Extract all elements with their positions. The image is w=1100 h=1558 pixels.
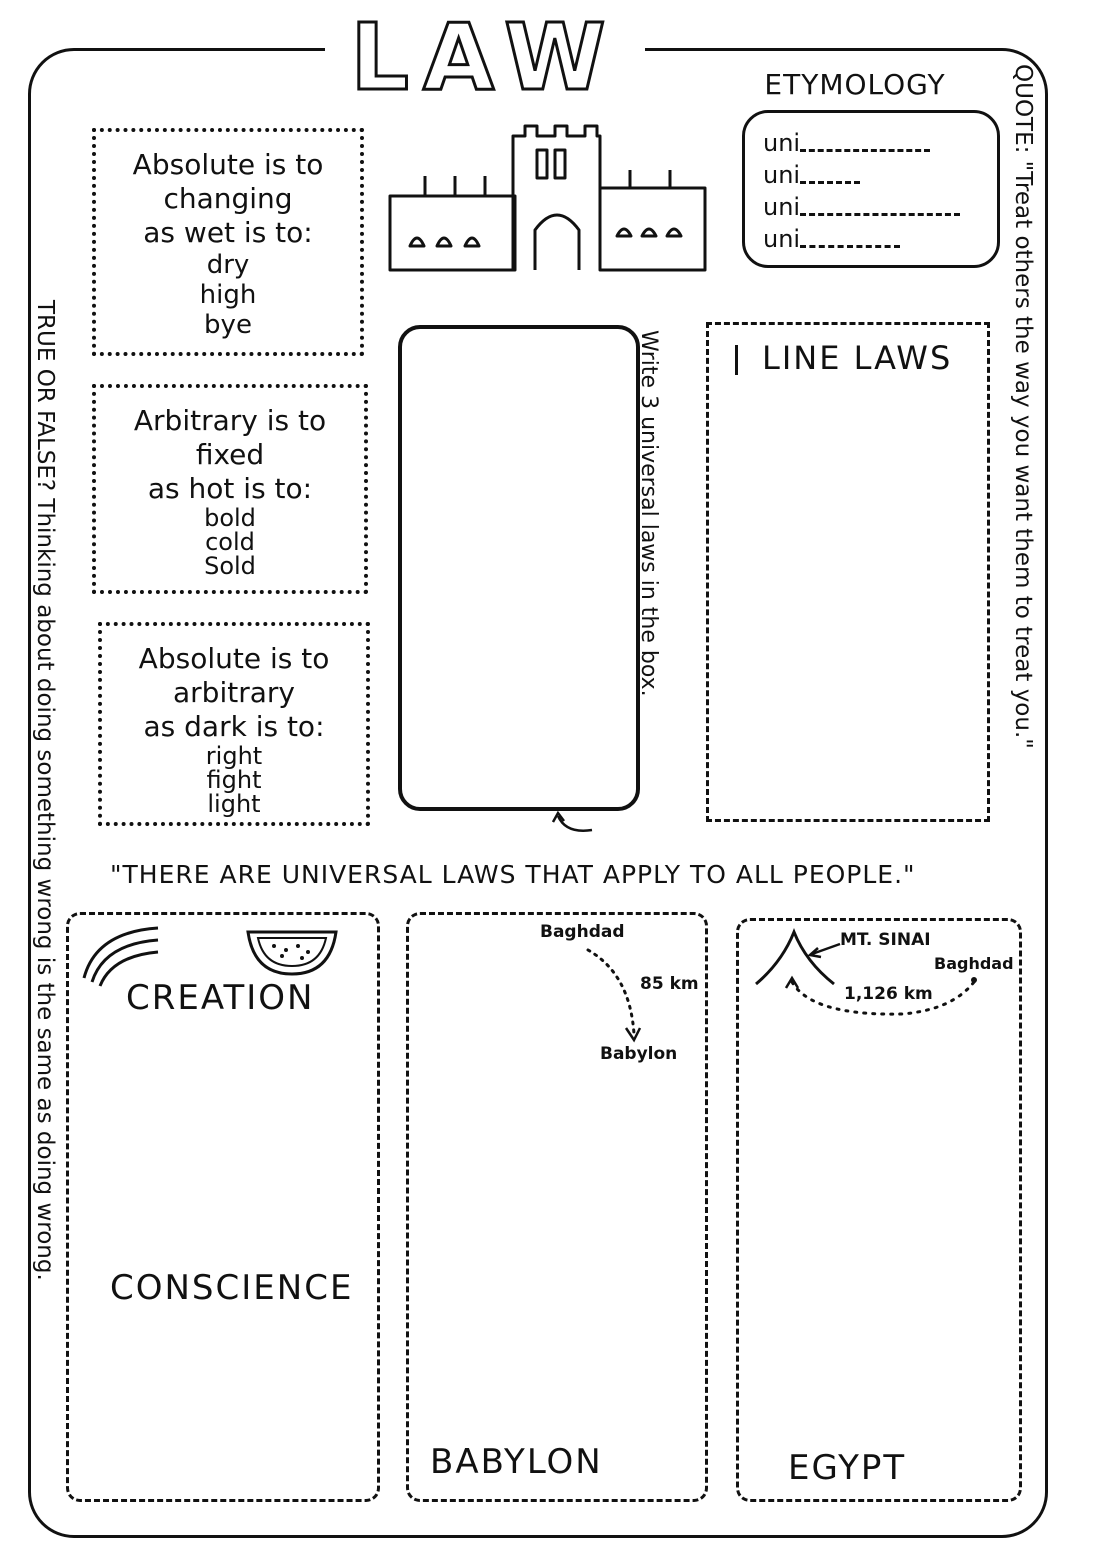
map-sinai-label: MT. SINAI — [840, 930, 931, 950]
line-laws-label: LINE LAWS — [709, 325, 987, 377]
etymology-prefix: uni — [763, 193, 801, 221]
map-distance-label: 85 km — [640, 974, 699, 994]
analogy-line: as wet is to: — [143, 216, 313, 249]
true-false-question: TRUE OR FALSE? Thinking about doing some… — [32, 300, 58, 1281]
map-route-arrow — [586, 948, 642, 1043]
conscience-label: CONSCIENCE — [110, 1268, 354, 1308]
etymology-blank[interactable] — [800, 201, 961, 216]
quote-text: QUOTE: "Treat others the way you want th… — [1010, 64, 1036, 749]
page-title: LAW — [349, 4, 620, 111]
line-marker — [735, 345, 738, 375]
title-background — [325, 8, 645, 108]
analogy-option[interactable]: bye — [204, 310, 252, 340]
analogy-option[interactable]: fight — [206, 766, 262, 794]
etymology-box: uni uni uni uni — [742, 110, 1000, 268]
map-baghdad-label: Baghdad — [934, 954, 1014, 973]
analogy-line: arbitrary — [173, 676, 295, 709]
line-laws-box[interactable]: LINE LAWS — [706, 322, 990, 822]
analogy-line: fixed — [195, 438, 265, 471]
panel-egypt[interactable] — [736, 918, 1022, 1502]
etymology-row: uni — [745, 223, 997, 255]
curved-arrow-icon — [552, 810, 593, 832]
map-distance-label: 1,126 km — [844, 984, 933, 1004]
universal-laws-box[interactable] — [398, 325, 640, 811]
line-laws-text: LINE LAWS — [762, 339, 953, 377]
analogy-option[interactable]: Sold — [204, 552, 256, 580]
panel-babylon[interactable] — [406, 912, 708, 1502]
etymology-blank[interactable] — [800, 169, 861, 184]
analogy-line: as hot is to: — [147, 472, 313, 505]
analogy-option[interactable]: bold — [204, 504, 256, 532]
analogy-option[interactable]: light — [207, 790, 261, 818]
etymology-blank[interactable] — [800, 233, 901, 248]
analogy-box-2: Arbitrary is to fixed as hot is to: bold… — [92, 384, 368, 594]
mountain-icon — [755, 927, 977, 1016]
analogy-option[interactable]: dry — [206, 250, 250, 280]
map-baghdad-label: Baghdad — [540, 922, 625, 942]
etymology-row: uni — [745, 127, 997, 159]
etymology-prefix: uni — [763, 129, 801, 157]
etymology-row: uni — [745, 191, 997, 223]
etymology-row: uni — [745, 159, 997, 191]
analogy-line: Absolute is to — [138, 642, 330, 675]
etymology-heading: ETYMOLOGY — [764, 68, 946, 101]
analogy-line: changing — [163, 182, 293, 215]
egypt-label: EGYPT — [788, 1448, 907, 1488]
etymology-prefix: uni — [763, 225, 801, 253]
creation-label: CREATION — [126, 978, 315, 1018]
panel-creation-conscience[interactable] — [66, 912, 380, 1502]
analogy-option[interactable]: high — [199, 280, 257, 310]
universal-laws-prompt: Write 3 universal laws in the box. — [636, 330, 661, 697]
analogy-option[interactable]: cold — [205, 528, 255, 556]
analogy-line: as dark is to: — [143, 710, 325, 743]
watermelon-icon — [246, 930, 338, 976]
analogy-box-3: Absolute is to arbitrary as dark is to: … — [98, 622, 370, 826]
analogy-line: Arbitrary is to — [133, 404, 327, 437]
etymology-blank[interactable] — [800, 137, 931, 152]
etymology-prefix: uni — [763, 161, 801, 189]
universal-laws-statement: "THERE ARE UNIVERSAL LAWS THAT APPLY TO … — [110, 860, 916, 889]
analogy-line: Absolute is to — [132, 148, 324, 181]
rainbow-icon — [82, 926, 159, 987]
analogy-option[interactable]: right — [205, 742, 263, 770]
analogy-box-1: Absolute is to changing as wet is to: dr… — [92, 128, 364, 356]
map-babylon-label: Babylon — [600, 1044, 678, 1064]
babylon-label: BABYLON — [430, 1442, 603, 1482]
castle-icon — [388, 124, 707, 272]
